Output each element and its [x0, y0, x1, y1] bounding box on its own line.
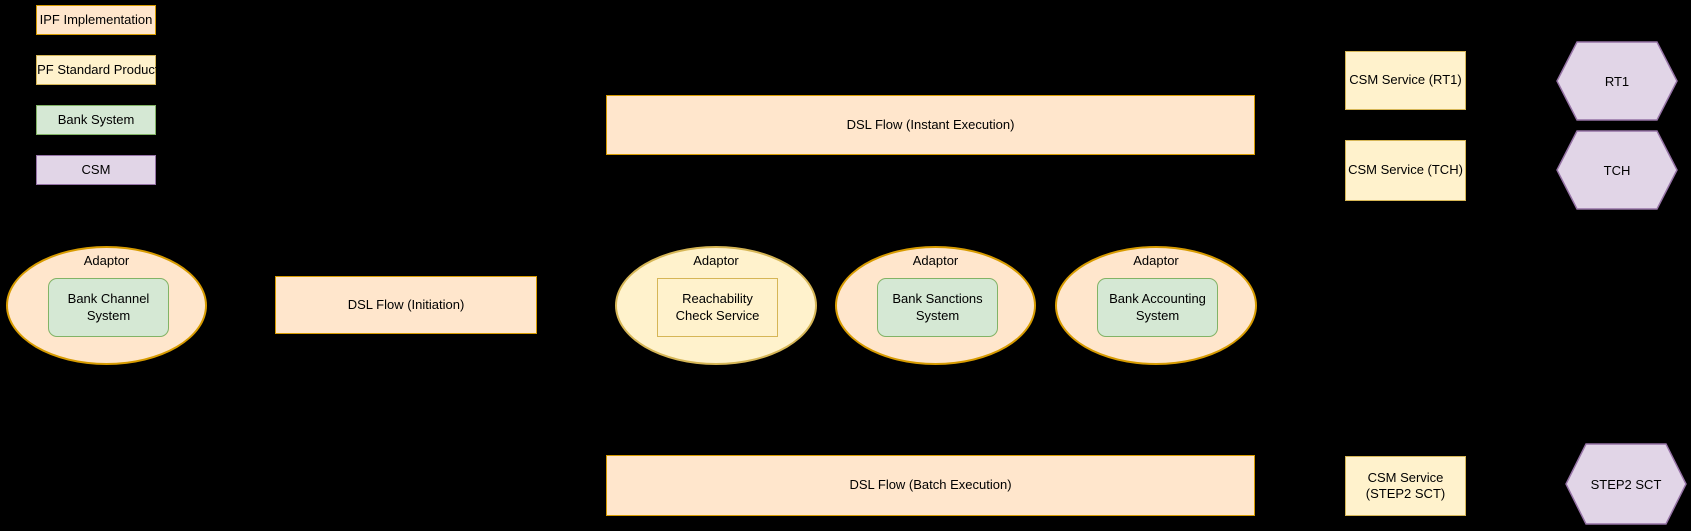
- node-dsl-flow-batch-execution: DSL Flow (Batch Execution): [606, 455, 1255, 516]
- hexagon-outline: [1565, 443, 1687, 525]
- hexagon-step2-shape: [1565, 443, 1687, 525]
- node-dsl-flow-instant-execution: DSL Flow (Instant Execution): [606, 95, 1255, 155]
- adaptor-label: Adaptor: [1133, 253, 1179, 268]
- adaptor-ellipse-reachability-check: Adaptor Reachability Check Service: [615, 246, 817, 365]
- hexagon-tch-shape: [1556, 130, 1678, 210]
- hexagon-step2-sct: STEP2 SCT: [1565, 443, 1687, 525]
- hexagon-rt1-shape: [1556, 41, 1678, 121]
- hexagon-outline: [1556, 41, 1678, 121]
- adaptor-label: Adaptor: [83, 253, 130, 268]
- adaptor-label: Adaptor: [912, 253, 959, 268]
- hexagon-rt1-label: RT1: [1604, 73, 1630, 89]
- legend-csm: CSM: [36, 155, 156, 185]
- inner-box-bank-sanctions-system: Bank Sanctions System: [877, 278, 998, 337]
- hexagon-tch: TCH: [1556, 130, 1678, 210]
- legend-ipf-standard-product: IPF Standard Product: [34, 55, 159, 85]
- inner-box-bank-accounting-system: Bank Accounting System: [1097, 278, 1218, 337]
- adaptor-ellipse-bank-channel: Adaptor Bank Channel System: [6, 246, 207, 365]
- hexagon-step2-label: STEP2 SCT: [1590, 476, 1662, 492]
- legend-bank-system: Bank System: [36, 105, 156, 135]
- adaptor-ellipse-bank-sanctions: Adaptor Bank Sanctions System: [835, 246, 1036, 365]
- legend-ipf-implementation: IPF Implementation: [36, 5, 156, 35]
- hexagon-rt1: RT1: [1556, 41, 1678, 121]
- hexagon-tch-label: TCH: [1603, 162, 1631, 178]
- inner-box-bank-channel-system: Bank Channel System: [48, 278, 169, 337]
- node-csm-service-step2-sct: CSM Service (STEP2 SCT): [1345, 456, 1466, 516]
- inner-box-reachability-check-service: Reachability Check Service: [657, 278, 778, 337]
- hexagon-outline: [1556, 130, 1678, 210]
- node-dsl-flow-initiation: DSL Flow (Initiation): [275, 276, 537, 334]
- adaptor-label: Adaptor: [693, 253, 739, 268]
- adaptor-ellipse-bank-accounting: Adaptor Bank Accounting System: [1055, 246, 1257, 365]
- node-csm-service-rt1: CSM Service (RT1): [1345, 51, 1466, 110]
- node-csm-service-tch: CSM Service (TCH): [1345, 140, 1466, 201]
